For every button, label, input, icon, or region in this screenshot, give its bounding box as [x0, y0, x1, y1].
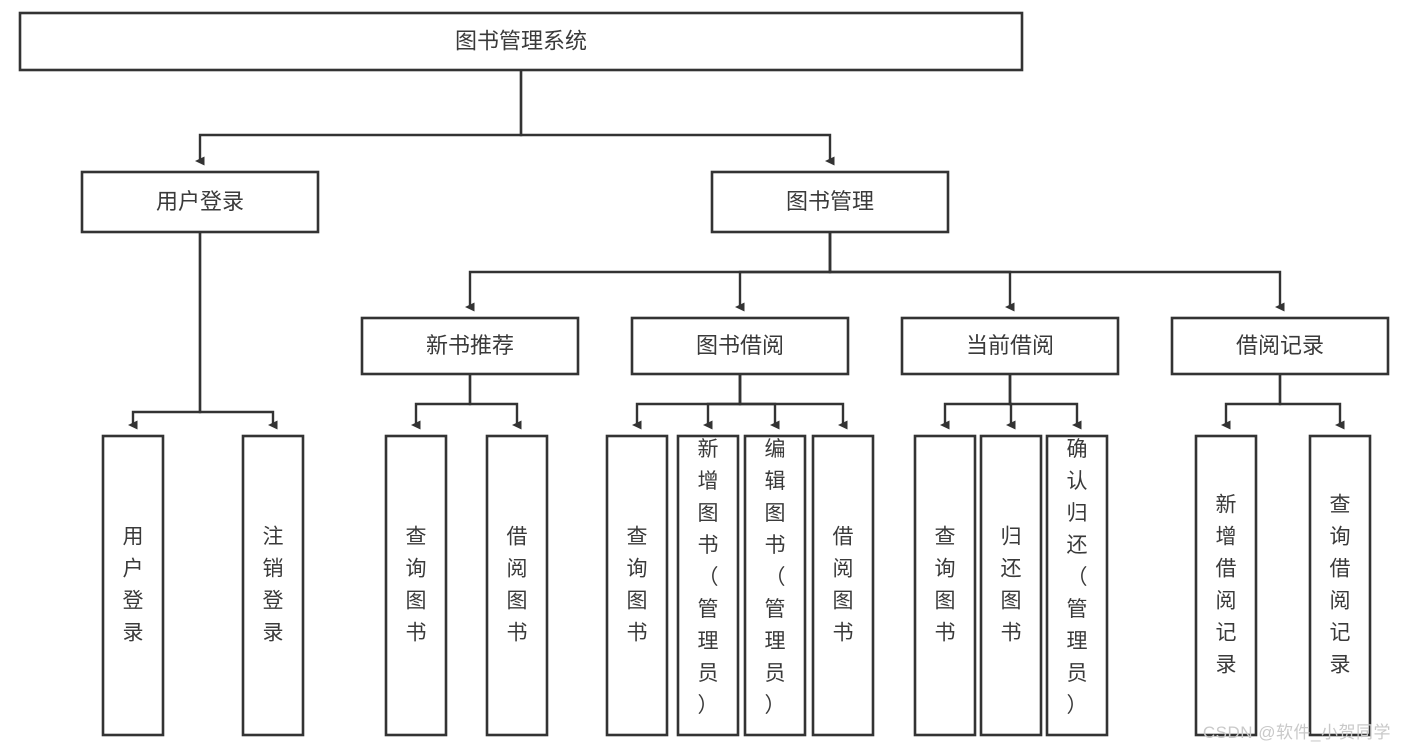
node-label-leaf-logout-login: 注销登录 — [263, 526, 284, 645]
connector-bookmanage-book-borrow — [735, 232, 832, 312]
connector-borrow-record-leaf-add-record — [1221, 374, 1282, 430]
node-label-leaf-return-book: 归还图书 — [1001, 526, 1022, 645]
node-current-borrow[interactable]: 当前借阅 — [900, 316, 1120, 376]
node-leaf-query-book-1-rect[interactable] — [384, 434, 448, 737]
node-leaf-borrow-book-1-rect[interactable] — [485, 434, 549, 737]
connector-borrow-record-leaf-query-record — [1278, 374, 1345, 430]
connector-user-login-leaf-user-login — [128, 232, 202, 430]
node-leaf-logout-login[interactable]: 注销登录 — [241, 434, 305, 737]
node-label-root: 图书管理系统 — [455, 28, 587, 53]
node-label-user-login: 用户登录 — [156, 189, 244, 214]
connector-current-borrow-leaf-confirm-return — [1008, 374, 1082, 430]
node-current-borrow-rect[interactable] — [900, 316, 1120, 376]
node-label-leaf-query-record: 查询借阅记录 — [1330, 494, 1351, 677]
node-leaf-edit-book[interactable]: 编辑图书（管理员） — [743, 434, 807, 737]
node-new-book-recommend-rect[interactable] — [360, 316, 580, 376]
node-book-borrow-rect[interactable] — [630, 316, 850, 376]
node-label-borrow-record: 借阅记录 — [1236, 333, 1324, 358]
node-leaf-add-book-rect[interactable] — [676, 434, 740, 737]
connector-book-borrow-leaf-query-book-2 — [632, 374, 742, 430]
node-leaf-borrow-book-1[interactable]: 借阅图书 — [485, 434, 549, 737]
node-label-new-book-recommend: 新书推荐 — [426, 333, 514, 358]
node-leaf-add-record-rect[interactable] — [1194, 434, 1258, 737]
node-label-leaf-user-login: 用户登录 — [123, 526, 144, 645]
node-label-leaf-confirm-return: 确认归还（管理员） — [1067, 438, 1088, 717]
node-leaf-confirm-return-rect[interactable] — [1045, 434, 1109, 737]
node-leaf-query-book-3[interactable]: 查询图书 — [913, 434, 977, 737]
node-leaf-edit-book-rect[interactable] — [743, 434, 807, 737]
connector-user-login-leaf-logout-login — [198, 232, 278, 430]
node-root[interactable]: 图书管理系统 — [18, 11, 1024, 72]
node-label-leaf-query-book-2: 查询图书 — [627, 526, 648, 645]
node-leaf-return-book[interactable]: 归还图书 — [979, 434, 1043, 737]
node-layer: 图书管理系统用户登录图书管理新书推荐图书借阅当前借阅借阅记录用户登录注销登录查询… — [18, 11, 1390, 737]
connector-new-book-recommend-leaf-borrow-book-1 — [468, 374, 522, 430]
node-label-leaf-edit-book: 编辑图书（管理员） — [765, 438, 786, 717]
connector-root-user-login — [195, 70, 523, 166]
connector-bookmanage-current-borrow — [828, 232, 1015, 312]
node-new-book-recommend[interactable]: 新书推荐 — [360, 316, 580, 376]
node-label-leaf-borrow-book-1: 借阅图书 — [507, 526, 528, 645]
node-borrow-record[interactable]: 借阅记录 — [1170, 316, 1390, 376]
node-leaf-user-login-rect[interactable] — [101, 434, 165, 737]
node-label-book-borrow: 图书借阅 — [696, 333, 784, 358]
node-book-manage-rect[interactable] — [710, 170, 950, 234]
node-label-leaf-query-book-3: 查询图书 — [935, 526, 956, 645]
connector-new-book-recommend-leaf-query-book-1 — [411, 374, 472, 430]
connector-bookmanage-borrow-record — [828, 232, 1285, 312]
node-user-login[interactable]: 用户登录 — [80, 170, 320, 234]
node-book-manage[interactable]: 图书管理 — [710, 170, 950, 234]
node-label-leaf-borrow-book-2: 借阅图书 — [833, 526, 854, 645]
connector-layer — [128, 70, 1345, 430]
node-leaf-confirm-return[interactable]: 确认归还（管理员） — [1045, 434, 1109, 737]
node-leaf-query-book-2-rect[interactable] — [605, 434, 669, 737]
node-leaf-user-login[interactable]: 用户登录 — [101, 434, 165, 737]
connector-current-borrow-leaf-query-book-3 — [940, 374, 1012, 430]
node-leaf-borrow-book-2[interactable]: 借阅图书 — [811, 434, 875, 737]
connector-root-book-manage — [519, 70, 835, 166]
node-root-rect[interactable] — [18, 11, 1024, 72]
node-leaf-query-book-2[interactable]: 查询图书 — [605, 434, 669, 737]
node-book-borrow[interactable]: 图书借阅 — [630, 316, 850, 376]
node-leaf-query-record-rect[interactable] — [1308, 434, 1372, 737]
node-label-book-manage: 图书管理 — [786, 189, 874, 214]
node-leaf-return-book-rect[interactable] — [979, 434, 1043, 737]
node-leaf-query-book-3-rect[interactable] — [913, 434, 977, 737]
node-label-current-borrow: 当前借阅 — [966, 333, 1054, 358]
node-label-leaf-add-record: 新增借阅记录 — [1216, 494, 1237, 677]
node-leaf-add-book[interactable]: 新增图书（管理员） — [676, 434, 740, 737]
connector-bookmanage-new-book-recommend — [465, 232, 832, 312]
node-user-login-rect[interactable] — [80, 170, 320, 234]
connector-book-borrow-leaf-borrow-book-2 — [738, 374, 848, 430]
node-label-leaf-query-book-1: 查询图书 — [406, 526, 427, 645]
connector-book-borrow-leaf-edit-book — [738, 374, 780, 430]
node-leaf-query-record[interactable]: 查询借阅记录 — [1308, 434, 1372, 737]
node-leaf-borrow-book-2-rect[interactable] — [811, 434, 875, 737]
node-leaf-logout-login-rect[interactable] — [241, 434, 305, 737]
connector-book-borrow-leaf-add-book — [703, 374, 742, 430]
node-borrow-record-rect[interactable] — [1170, 316, 1390, 376]
node-leaf-add-record[interactable]: 新增借阅记录 — [1194, 434, 1258, 737]
watermark-label: CSDN @软件_小贺同学 — [1202, 723, 1391, 742]
node-leaf-query-book-1[interactable]: 查询图书 — [384, 434, 448, 737]
node-label-leaf-add-book: 新增图书（管理员） — [698, 438, 719, 717]
